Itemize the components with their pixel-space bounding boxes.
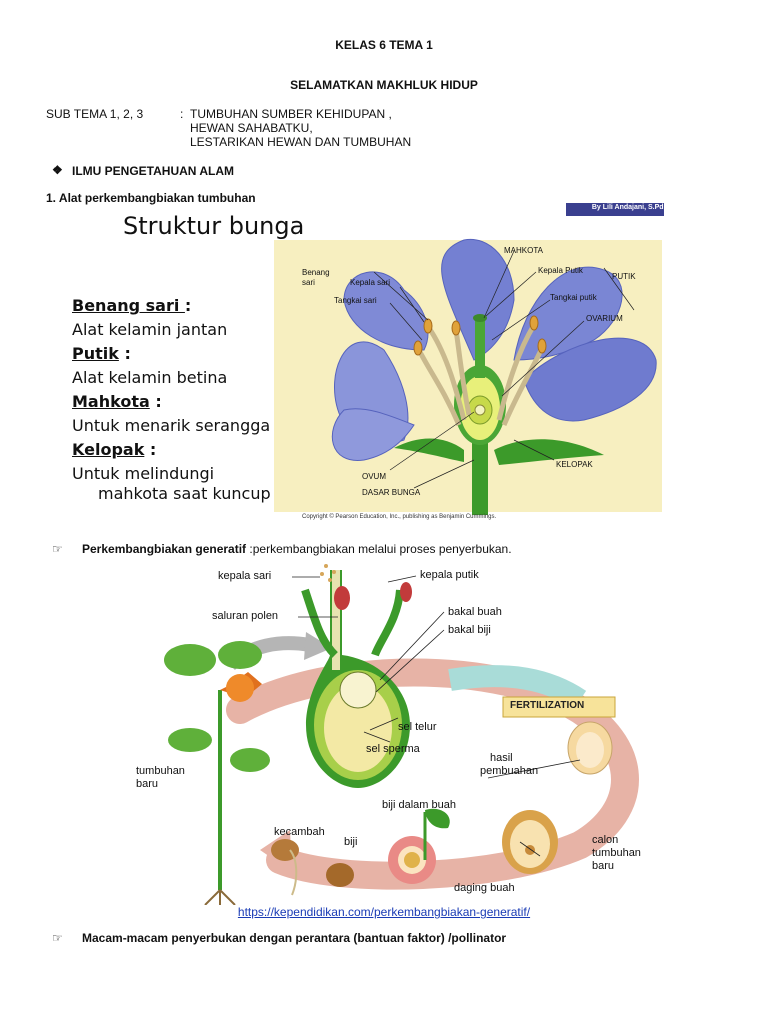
term-kelopak: Kelopak: [72, 440, 145, 459]
subtema-separator: :: [180, 107, 184, 121]
subtema-line-1: TUMBUHAN SUMBER KEHIDUPAN ,: [190, 107, 392, 121]
term-colon: :: [184, 296, 192, 315]
seed: [326, 863, 354, 887]
pollen-grains: [320, 564, 336, 582]
section-subheading: 1. Alat perkembangbiakan tumbuhan: [46, 191, 256, 205]
label-ovarium: OVARIUM: [586, 314, 623, 323]
fruit-with-seed: [388, 808, 450, 884]
label-kepala-putik-2: kepala putik: [420, 569, 479, 581]
plant-new: [164, 641, 270, 906]
fertilized-ovule: [567, 721, 613, 775]
cycle-leader-lines: [292, 575, 581, 857]
label-daging-buah: daging buah: [454, 882, 515, 894]
source-link[interactable]: https://kependidikan.com/perkembangbiaka…: [237, 905, 531, 919]
label-kelopak: KELOPAK: [556, 460, 593, 469]
cycle-arrow-teal: [448, 665, 587, 710]
definition-desc: Untuk menarik serangga: [72, 416, 271, 435]
definition-desc: Alat kelamin betina: [72, 368, 228, 387]
label-kepala-sari: Kepala sari: [350, 278, 391, 287]
label-hasil-1: hasil: [490, 752, 513, 764]
anthers: [413, 315, 547, 356]
label-calon-2: tumbuhan: [592, 847, 641, 859]
label-kecambah: kecambah: [274, 826, 325, 838]
definition-list: Benang sari : Alat kelamin jantan Putik …: [72, 294, 271, 506]
embryo-seed: [502, 810, 558, 874]
pistil-cross-section: [301, 570, 412, 788]
label-biji: biji: [344, 836, 358, 848]
term-benang-sari: Benang sari: [72, 296, 185, 315]
sprout-seed: [271, 839, 299, 861]
label-putik: PUTIK: [612, 272, 636, 281]
fertilization-badge: [502, 696, 616, 718]
theme-title: SELAMATKAN MAKHLUK HIDUP: [290, 78, 478, 92]
label-dasar-bunga: DASAR BUNGA: [362, 488, 421, 497]
label-bakal-biji: bakal biji: [448, 624, 491, 636]
figure-title: Struktur bunga: [123, 212, 305, 240]
definition-desc: Alat kelamin jantan: [72, 320, 228, 339]
label-hasil-2: pembuahan: [480, 765, 539, 777]
label-benang-1: Benang: [302, 268, 330, 277]
credit-badge-text: By Lili Andajani, S.Pd, M.Pd: [591, 204, 685, 211]
subtema-label: SUB TEMA 1, 2, 3: [46, 107, 144, 121]
label-benang-2: sari: [302, 278, 315, 287]
definition-term: Putik :: [72, 342, 271, 366]
label-tangkai-putik: Tangkai putik: [550, 293, 597, 302]
label-calon-3: baru: [592, 860, 615, 872]
label-ovum: OVUM: [362, 472, 386, 481]
gray-arrow-head: [304, 632, 332, 660]
label-kepala-sari-2: kepala sari: [218, 570, 272, 582]
hand-bullet-icon: ☞: [52, 542, 63, 556]
label-biji-dalam-buah: biji dalam buah: [382, 799, 456, 811]
pollinator-heading: Macam-macam penyerbukan dengan perantara…: [82, 931, 507, 945]
label-tangkai-sari: Tangkai sari: [334, 296, 377, 305]
sepal-and-stem: [394, 438, 604, 515]
diamond-bullet-icon: ❖: [52, 163, 63, 177]
source-link-container: https://kependidikan.com/perkembangbiaka…: [0, 903, 768, 921]
definition-term: Benang sari :: [72, 294, 271, 318]
subtema-line-3: LESTARIKAN HEWAN DAN TUMBUHAN: [190, 135, 412, 149]
definition-desc-cont: mahkota saat kuncup: [98, 484, 271, 503]
pistil: [454, 314, 506, 445]
definition-term: Mahkota :: [72, 390, 271, 414]
label-sel-telur: sel telur: [398, 721, 437, 733]
label-kepala-putik: Kepala Putik: [538, 266, 583, 275]
term-putik: Putik: [72, 344, 119, 363]
stamens: [416, 323, 545, 426]
label-sel-sperma: sel sperma: [366, 743, 420, 755]
generatif-desc: :perkembangbiakan melalui proses penyerb…: [246, 542, 512, 556]
label-tumbuhan-baru-2: baru: [136, 778, 159, 790]
fertilization-cycle-diagram: [164, 564, 639, 906]
term-colon: :: [118, 344, 131, 363]
flower-structure-figure: By Lili Andajani, S.Pd, M.Pd Struktur bu…: [44, 200, 706, 530]
generatif-term: Perkembangbiakan generatif: [82, 542, 247, 556]
term-colon: :: [144, 440, 157, 459]
term-colon: :: [149, 392, 162, 411]
definition-term: Kelopak :: [72, 438, 271, 462]
flower-structure-diagram: [274, 203, 706, 515]
figure-copyright: Copyright © Pearson Education, Inc., pub…: [302, 514, 497, 520]
label-leader-lines: [373, 250, 635, 489]
hand-bullet-icon: ☞: [52, 931, 63, 945]
label-mahkota: MAHKOTA: [504, 246, 543, 255]
definition-desc: Untuk melindungi: [72, 464, 215, 483]
sprout-root: [289, 849, 298, 896]
subtema-line-2: HEWAN SAHABATKU,: [190, 121, 313, 135]
term-mahkota: Mahkota: [72, 392, 150, 411]
label-tumbuhan-baru-1: tumbuhan: [136, 765, 185, 777]
label-saluran-polen: saluran polen: [212, 610, 279, 622]
class-heading: KELAS 6 TEMA 1: [335, 38, 433, 52]
section-heading: ILMU PENGETAHUAN ALAM: [72, 164, 234, 178]
label-bakal-buah: bakal buah: [448, 606, 502, 618]
fertilization-cycle-figure: kepala sari kepala putik saluran polen b…: [80, 560, 680, 906]
generatif-line: Perkembangbiakan generatif :perkembangbi…: [82, 542, 512, 556]
label-calon-1: calon: [592, 834, 619, 846]
label-fertilization: FERTILIZATION: [510, 700, 585, 711]
